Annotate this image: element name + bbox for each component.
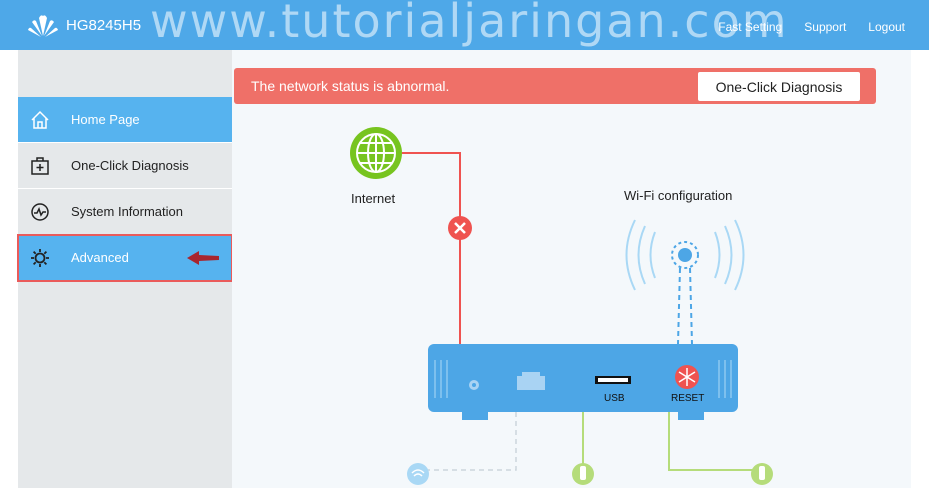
reset-label: RESET <box>671 393 705 404</box>
home-icon <box>28 108 52 132</box>
internet-label: Internet <box>351 191 396 206</box>
sidebar-item-label: One-Click Diagnosis <box>71 158 189 173</box>
lan-port-icon <box>517 372 545 390</box>
internet-line <box>402 152 461 344</box>
sidebar-item-label: System Information <box>71 204 183 219</box>
logout-link[interactable]: Logout <box>868 20 905 34</box>
sidebar-item-label: Advanced <box>71 250 129 265</box>
usb-device-icon[interactable] <box>751 463 773 485</box>
sidebar-item-one-click-diagnosis[interactable]: One-Click Diagnosis <box>18 143 232 189</box>
sidebar: Home Page One-Click Diagnosis System Inf… <box>17 50 241 488</box>
device-model: HG8245H5 <box>66 17 142 34</box>
first-aid-icon <box>28 154 52 178</box>
header-bar: HG8245H5 www.tutorialjaringan.com Fast S… <box>0 0 929 50</box>
huawei-logo-icon <box>28 15 58 37</box>
sidebar-item-home-page[interactable]: Home Page <box>18 97 241 143</box>
sidebar-item-system-information[interactable]: System Information <box>18 189 232 235</box>
lan-device-icon[interactable] <box>572 463 594 485</box>
reset-button-icon[interactable] <box>675 365 699 389</box>
sidebar-item-label: Home Page <box>71 112 140 127</box>
globe-icon[interactable] <box>350 127 402 179</box>
main-content: The network status is abnormal. One-Clic… <box>232 50 911 488</box>
wifi-device-icon[interactable] <box>407 463 429 485</box>
scrollbar[interactable] <box>911 50 929 488</box>
usb-port-icon <box>595 376 631 384</box>
pointer-arrow-icon <box>187 251 219 265</box>
support-link[interactable]: Support <box>804 20 847 34</box>
usb-label: USB <box>604 393 625 404</box>
wifi-configuration-label[interactable]: Wi-Fi configuration <box>624 188 733 203</box>
fast-setting-link[interactable]: Fast Setting <box>718 20 783 34</box>
power-port-icon <box>469 380 479 390</box>
network-status-alert: The network status is abnormal. One-Clic… <box>234 68 876 104</box>
router-device <box>428 344 738 420</box>
connection-error-icon <box>448 216 472 240</box>
gear-icon <box>28 246 52 270</box>
wifi-signal-icon[interactable] <box>625 219 745 345</box>
connection-lines-bottom <box>428 412 762 471</box>
alert-message: The network status is abnormal. <box>251 78 450 94</box>
sidebar-item-advanced[interactable]: Advanced <box>17 234 233 282</box>
one-click-diagnosis-button[interactable]: One-Click Diagnosis <box>698 72 860 101</box>
pulse-icon <box>28 200 52 224</box>
top-links: Fast Setting Support Logout <box>718 20 905 34</box>
network-diagram <box>350 127 773 485</box>
watermark-text: www.tutorialjaringan.com <box>150 0 789 48</box>
